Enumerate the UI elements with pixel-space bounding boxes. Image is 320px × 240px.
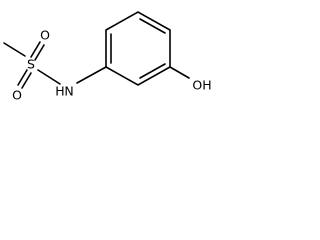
sulfur-label: S <box>27 57 35 72</box>
nitrogen-label: N <box>64 84 73 99</box>
bond-sulfur-nitrogen <box>37 69 61 85</box>
bond-nitrogen-ring <box>76 66 107 84</box>
bond-sulfur-oxygen-top-b <box>34 44 45 61</box>
bond-sulfur-oxygen-bottom-a <box>17 69 28 86</box>
chemical-structure-diagram: S O O H N OH <box>3 11 212 103</box>
bond-sulfur-oxygen-bottom-b <box>21 72 32 89</box>
bond-sulfur-oxygen-top-a <box>30 41 41 58</box>
bond-methyl-sulfur <box>3 42 26 57</box>
bond-ring-hydroxyl <box>169 66 190 79</box>
oxygen-bottom-label: O <box>12 88 22 103</box>
benzene-ring <box>105 11 171 86</box>
oxygen-top-label: O <box>40 28 50 43</box>
ring-double-bond-bottom-right <box>139 63 166 79</box>
hydroxyl-label: OH <box>192 78 211 93</box>
hydrogen-label: H <box>55 84 64 99</box>
ring-double-bond-top-right <box>139 18 166 34</box>
